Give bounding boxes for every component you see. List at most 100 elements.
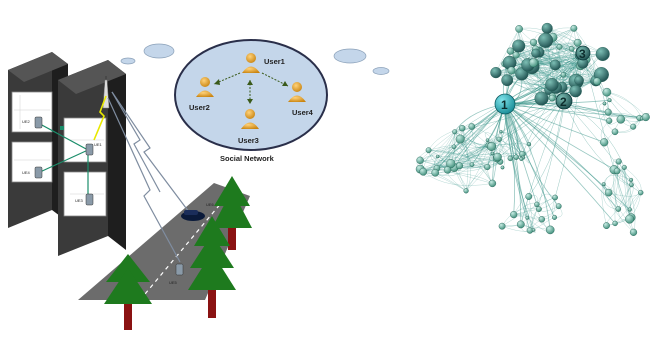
graph-edge [435, 172, 493, 184]
graph-node [568, 46, 575, 52]
graph-edge [423, 52, 584, 172]
graph-node [556, 44, 563, 50]
ue1-device: UE1 [85, 142, 103, 156]
user2-label: User2 [189, 103, 210, 112]
graph-edge [495, 28, 575, 73]
svg-text:UE3: UE3 [75, 198, 84, 203]
graph-edge [423, 171, 493, 186]
building-right [58, 60, 126, 256]
graph-edge [510, 50, 603, 60]
graph-node [541, 22, 553, 34]
user2-avatar [196, 77, 214, 97]
graph-edge [504, 102, 609, 113]
graph-node [443, 166, 452, 174]
graph-node [419, 167, 428, 176]
ue2-device: UE2 [22, 116, 43, 129]
graph-edge [437, 156, 488, 168]
graph-edge [504, 103, 618, 172]
graph-edge [624, 167, 634, 233]
graph-edge [461, 128, 469, 191]
graph-node [519, 156, 524, 161]
graph-node [507, 155, 513, 162]
graph-node [455, 134, 465, 144]
graph-edge [454, 131, 488, 168]
graph-node [506, 47, 515, 55]
graph-node [425, 147, 432, 154]
graph-edge [423, 128, 463, 172]
graph-node [507, 66, 516, 75]
user4-label: User4 [292, 108, 314, 117]
graph-edge [504, 103, 616, 224]
graph-node [446, 159, 456, 169]
graph-edge [509, 62, 602, 77]
ue6-car: UE6 [181, 202, 215, 221]
graph-edge [528, 196, 534, 231]
graph-node [560, 72, 567, 78]
graph-edge [423, 131, 455, 172]
graph-node [459, 124, 466, 132]
graph-edge [501, 197, 556, 227]
graph-node [602, 101, 607, 106]
thought-bubbles [120, 43, 390, 75]
graph-node [512, 39, 526, 53]
graph-node [548, 94, 556, 102]
graph-edge [501, 207, 539, 227]
graph-node [625, 214, 635, 224]
graph-edge [504, 103, 609, 193]
graph-edge [454, 131, 473, 165]
graph-node [528, 58, 538, 68]
graph-edge [624, 167, 632, 218]
graph-node [612, 220, 618, 227]
graph-node [555, 203, 562, 210]
graph-node [606, 117, 613, 124]
graph-node [525, 193, 533, 200]
graph-edge [502, 225, 551, 231]
graph-node [531, 228, 536, 232]
graph-edge [471, 52, 584, 127]
graph-node [641, 113, 650, 122]
graph-node [452, 129, 458, 135]
hub-label-1: 1 [501, 98, 508, 112]
social-network-diagram: User1 User2 User3 User4 [174, 39, 328, 151]
graph-node [621, 164, 627, 170]
graph-edge [618, 161, 636, 233]
graph-node [603, 222, 610, 230]
graph-edge [420, 145, 489, 162]
graph-node [516, 220, 525, 229]
graph-node [552, 214, 558, 220]
graph-edge [420, 144, 491, 170]
user1-avatar [242, 53, 260, 73]
graph-edge [602, 184, 619, 210]
graph-node [435, 154, 440, 159]
svg-text:UE5: UE5 [169, 280, 178, 285]
graph-edge [471, 100, 565, 127]
graph-edge [618, 179, 634, 210]
graph-node [487, 141, 497, 151]
graph-edge [504, 103, 619, 210]
graph-node [513, 154, 519, 160]
graph-node [604, 188, 613, 197]
graph-edge [522, 52, 584, 155]
graph-node [526, 142, 532, 147]
network-graph: 1 2 3 [415, 22, 650, 236]
graph-node [602, 87, 612, 97]
user3-label: User3 [238, 136, 259, 145]
graph-node [488, 179, 497, 188]
graph-node [416, 156, 424, 165]
graph-nodes [415, 22, 650, 236]
graph-edge [606, 91, 643, 119]
graph-node [593, 77, 601, 86]
graph-node [463, 188, 469, 194]
graph-node [451, 144, 457, 150]
graph-node [534, 201, 540, 208]
graph-node [616, 115, 625, 124]
graph-node [604, 108, 612, 116]
graph-node [574, 75, 584, 86]
physical-scene: UE2 UE1 UE4 UE3 UE6 UE5 [8, 39, 390, 330]
graph-node [607, 98, 612, 103]
graph-node [456, 162, 464, 170]
graph-node [638, 189, 644, 196]
graph-node [629, 182, 634, 188]
graph-node [538, 216, 545, 223]
